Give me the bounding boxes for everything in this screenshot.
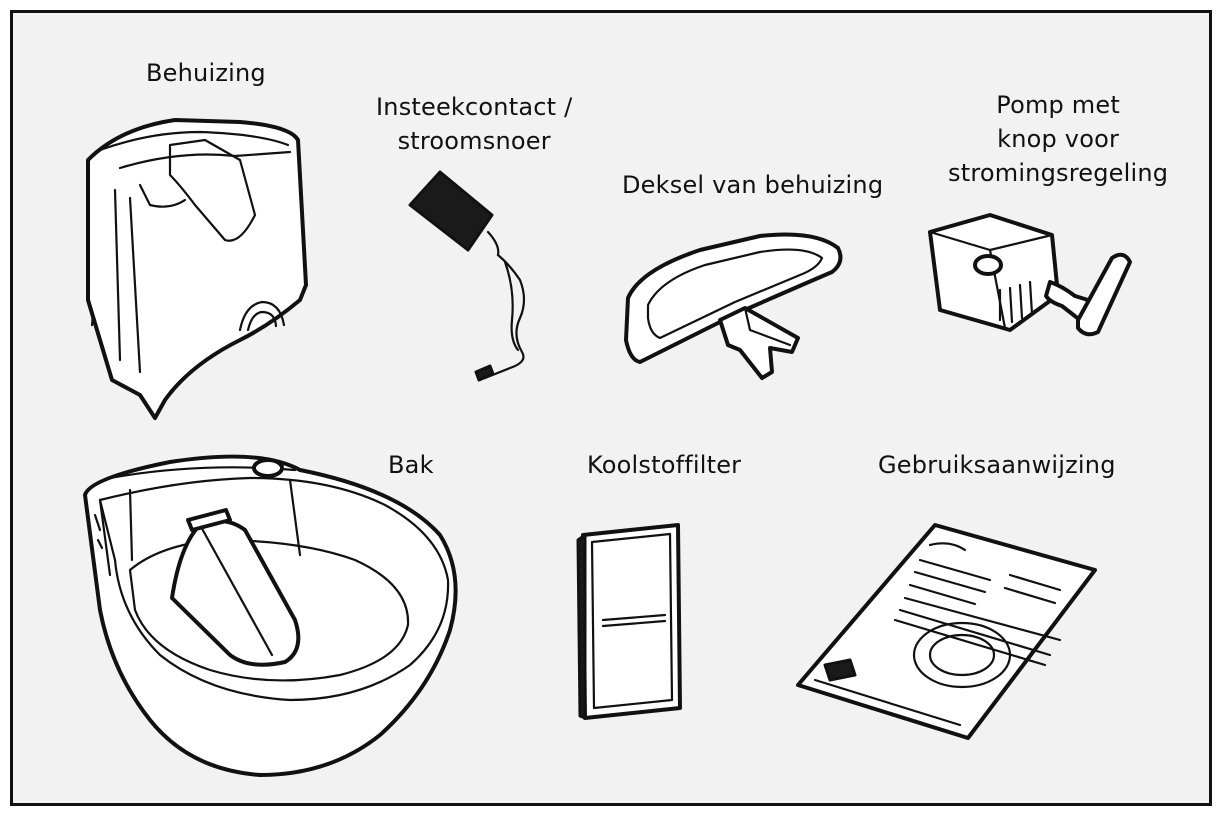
adapter-illustration [408,170,526,382]
label-pump-line1: Pomp met [996,91,1120,119]
carbon-filter-illustration [576,523,682,720]
label-pump: Pomp met knop voor stromingsregeling [948,88,1168,190]
label-adapter: Insteekcontact / stroomsnoer [376,90,572,158]
bowl-illustration [83,454,458,777]
pump-illustration [928,213,1132,337]
label-pump-line2: knop voor [997,125,1120,153]
label-pump-line3: stromingsregeling [948,159,1169,187]
label-housing-lid: Deksel van behuizing [622,171,884,199]
housing-illustration [86,118,308,420]
label-adapter-line2: stroomsnoer [397,127,551,155]
label-manual: Gebruiksaanwijzing [878,451,1116,479]
manual-illustration [796,523,1097,740]
label-adapter-line1: Insteekcontact / [376,93,573,121]
label-housing: Behuizing [146,59,266,87]
label-carbon-filter: Koolstoffilter [587,451,742,479]
label-bowl: Bak [388,451,434,479]
housing-lid-illustration [624,232,843,380]
